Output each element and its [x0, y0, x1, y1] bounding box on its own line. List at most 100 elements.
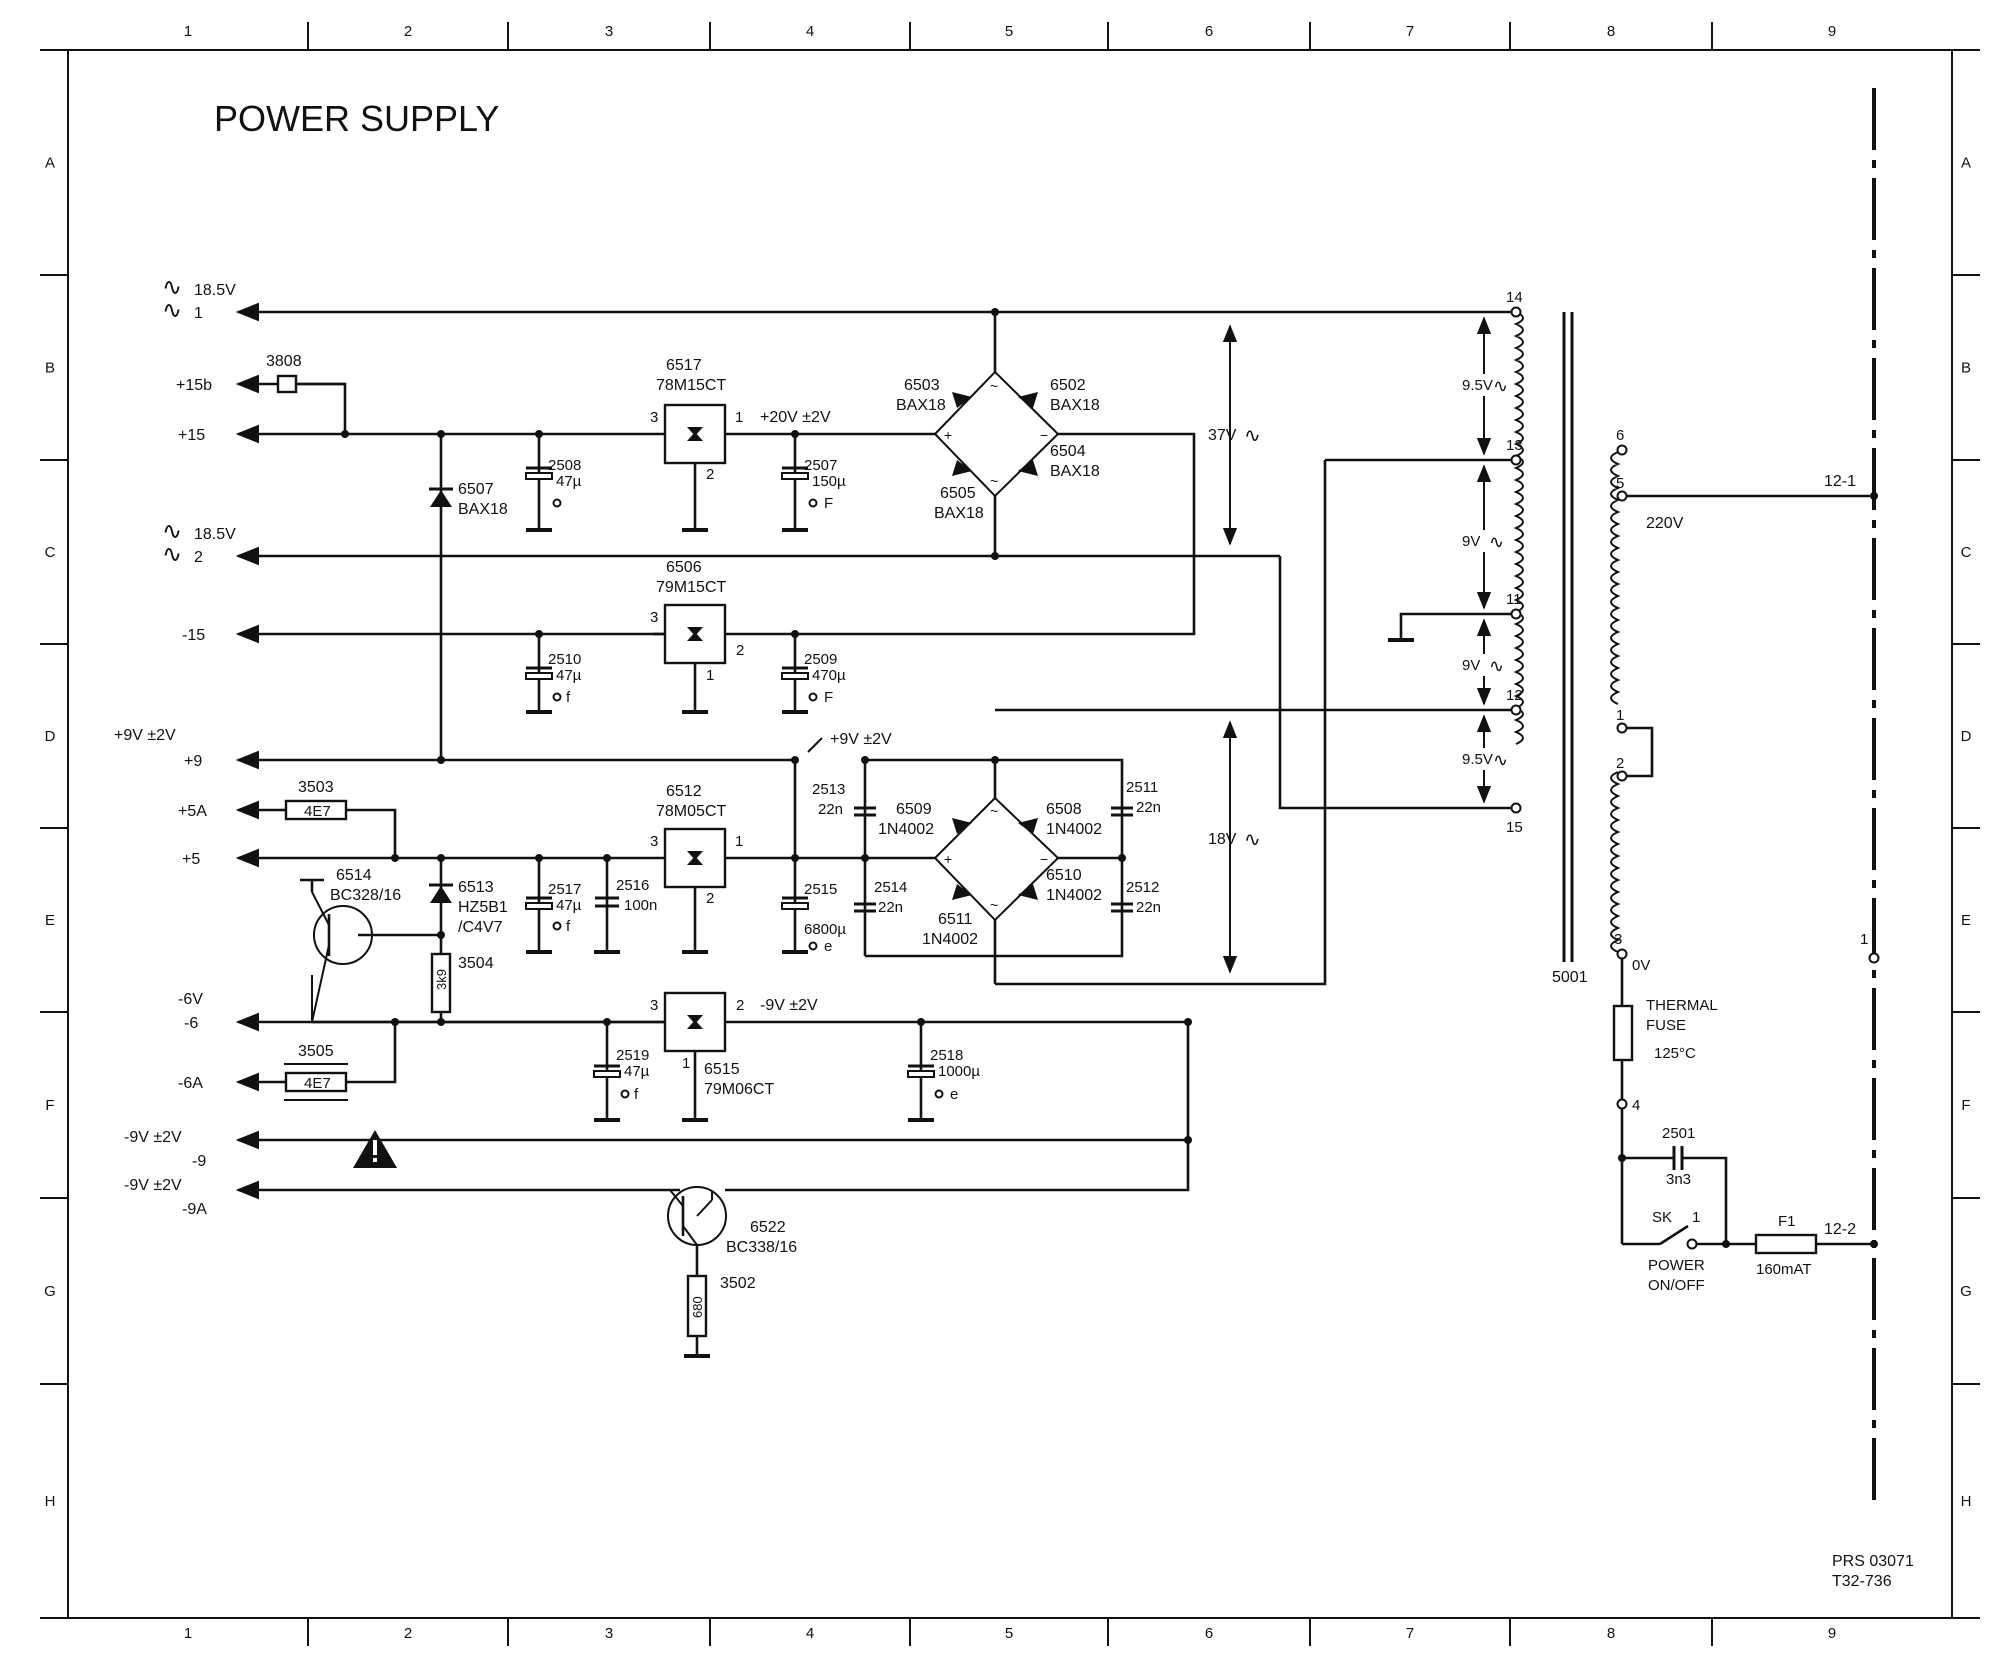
output-m6v-label: -6V — [178, 991, 203, 1008]
label-c2509-mark: F — [824, 689, 833, 706]
label-u6515-type: 79M06CT — [704, 1081, 774, 1098]
frame-column-label: 5 — [1005, 1625, 1013, 1642]
label-c2510: 2510 — [548, 651, 581, 668]
label-pin: 1 — [682, 1055, 690, 1072]
frame-column-label: 1 — [184, 23, 192, 40]
output-m15-label: -15 — [182, 627, 205, 644]
label-c2513: 2513 — [812, 781, 845, 798]
bridge-minus: − — [1040, 851, 1048, 867]
label-pin: 2 — [706, 890, 714, 907]
bridge-tilde: ~ — [990, 803, 998, 819]
label-v37: 37V — [1208, 427, 1237, 444]
frame-row-label: B — [1961, 360, 1971, 377]
frame-row-label: F — [45, 1097, 54, 1114]
output-m9a-label: -9A — [182, 1201, 207, 1218]
frame-row-label: D — [1961, 728, 1972, 745]
label-c2511: 2511 — [1126, 779, 1158, 796]
output-m9-tolerance: -9V ±2V — [124, 1129, 182, 1146]
label-c2511-val: 22n — [1136, 799, 1161, 816]
frame-column-label: 3 — [605, 23, 613, 40]
label-pin: 3 — [650, 997, 658, 1014]
label-tr-pin2: 2 — [1616, 755, 1624, 772]
label-f1-val: 160mAT — [1756, 1261, 1812, 1278]
output-p15b-label: +15b — [176, 377, 212, 394]
label-zero-volt: 0V — [1632, 957, 1650, 974]
label-c2519: 2519 — [616, 1047, 649, 1064]
label-d6511-type: 1N4002 — [922, 931, 978, 948]
frame-column-label: 2 — [404, 23, 412, 40]
label-c2515-val: 6800µ — [804, 921, 846, 938]
plus-minus-15v-section: 3808 6507 BAX18 2508 47µ 6517 78M15CT 3 … — [266, 308, 1261, 764]
label-v18: 18V — [1208, 831, 1237, 848]
label-pin: 2 — [736, 997, 744, 1014]
label-u6517-type: 78M15CT — [656, 377, 726, 394]
frame-row-label: E — [1961, 912, 1971, 929]
resistor-3808 — [276, 374, 298, 394]
label-c2501-val: 3n3 — [1666, 1171, 1691, 1188]
tilde-glyph: ∿ — [162, 274, 182, 301]
frame-column-label: 4 — [806, 1625, 814, 1642]
label-c2509-val: 470µ — [812, 667, 846, 684]
tilde-glyph: ∿ — [1489, 656, 1504, 676]
frame-row-label: A — [1961, 155, 1971, 172]
label-v-m9: -9V ±2V — [760, 997, 818, 1014]
output-m9a-tolerance: -9V ±2V — [124, 1177, 182, 1194]
label-d6502: 6502 — [1050, 377, 1086, 394]
label-c2507-mark: F — [824, 495, 833, 512]
label-r3503: 3503 — [298, 779, 334, 796]
output-p5-label: +5 — [182, 851, 200, 868]
plus5-minus6-section: 3503 4E7 6514 BC328/16 6513 HZ5B1 /C4V7 … — [280, 710, 1327, 1358]
label-c2508-val: 47µ — [556, 473, 582, 490]
label-c2513-val: 22n — [818, 801, 843, 818]
thermal-fuse — [1612, 1004, 1634, 1062]
tilde-glyph: ∿ — [162, 297, 182, 324]
output-ac2-label: 2 — [194, 549, 203, 566]
label-c2517-mark: f — [566, 918, 571, 935]
label-pin: 2 — [706, 466, 714, 483]
label-d6511: 6511 — [938, 911, 973, 928]
label-tr-pin3: 3 — [1614, 931, 1622, 948]
frame-row-label: A — [45, 155, 55, 172]
label-mains-voltage: 220V — [1646, 515, 1684, 532]
label-d6505-type: BAX18 — [934, 505, 984, 522]
label-sk-pin: 1 — [1692, 1209, 1700, 1226]
label-t6514-type: BC328/16 — [330, 887, 401, 904]
label-tr-v9-5b: 9.5V — [1462, 751, 1493, 768]
bridge-tilde: ~ — [990, 378, 998, 394]
label-tr-pin13: 13 — [1506, 437, 1523, 454]
label-d6502-type: BAX18 — [1050, 397, 1100, 414]
frame-column-label: 5 — [1005, 23, 1013, 40]
label-c2515: 2515 — [804, 881, 837, 898]
label-tr-pin14: 14 — [1506, 289, 1523, 306]
label-d6504-type: BAX18 — [1050, 463, 1100, 480]
label-d6510-type: 1N4002 — [1046, 887, 1102, 904]
label-r3505-val: 4E7 — [304, 1075, 331, 1092]
label-pin: 1 — [706, 667, 714, 684]
label-tr-v9b: 9V — [1462, 657, 1480, 674]
label-c2518-val: 1000µ — [938, 1063, 980, 1080]
mains-section: 6 5 1 2 3 220V 0V 12-1 THERMAL FUSE 125°… — [1610, 88, 1880, 1500]
label-fuse-1: THERMAL — [1646, 997, 1718, 1014]
label-d6508: 6508 — [1046, 801, 1082, 818]
label-pin: 1 — [735, 833, 743, 850]
label-v-p20: +20V ±2V — [760, 409, 831, 426]
bridge-minus: − — [1040, 427, 1048, 443]
label-c2516-val: 100n — [624, 897, 657, 914]
label-pin: 1 — [735, 409, 743, 426]
label-c2512-val: 22n — [1136, 899, 1161, 916]
label-d6505: 6505 — [940, 485, 976, 502]
label-tr-pin5: 5 — [1616, 475, 1624, 492]
frame-row-label: B — [45, 360, 55, 377]
output-p9-label: +9 — [184, 753, 202, 770]
tilde-glyph: ∿ — [1493, 750, 1508, 770]
bridge-plus: + — [944, 851, 952, 867]
label-d6509-type: 1N4002 — [878, 821, 934, 838]
label-d6503: 6503 — [904, 377, 940, 394]
fuse-f1 — [1754, 1233, 1818, 1255]
frame-column-label: 3 — [605, 1625, 613, 1642]
bridge-plus: + — [944, 427, 952, 443]
frame-row-label: E — [45, 912, 55, 929]
tilde-glyph: ∿ — [162, 518, 182, 545]
label-c2507: 2507 — [804, 457, 837, 474]
